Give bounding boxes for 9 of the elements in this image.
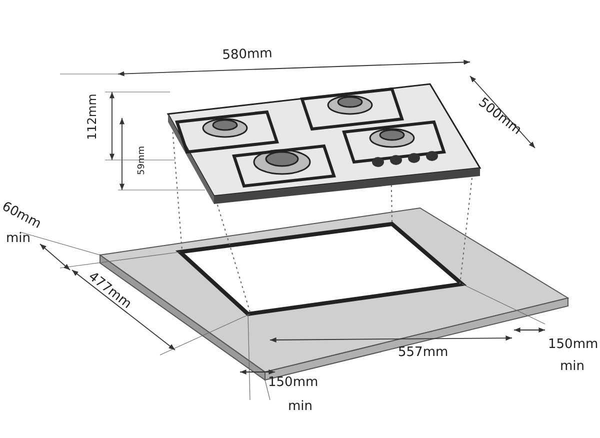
dimension-label: 150mm: [548, 338, 598, 351]
dimension-label: 112mm: [86, 94, 98, 140]
dimension-label: 557mm: [398, 346, 448, 359]
dimension-label: min: [6, 232, 31, 245]
dimension-label: min: [560, 360, 585, 373]
dimension-label: 150mm: [268, 376, 318, 389]
dimension-label: min: [288, 400, 313, 413]
dimension-label: 59mm: [138, 146, 147, 175]
dimension-label: 580mm: [222, 47, 273, 62]
